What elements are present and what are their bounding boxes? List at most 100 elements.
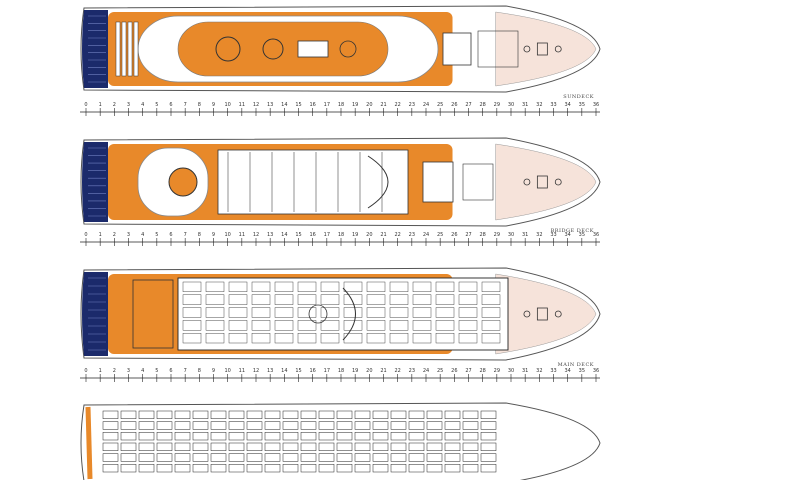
interior-room xyxy=(343,281,363,293)
scale-tick-label: 14 xyxy=(281,368,287,374)
scale-tick-label: 20 xyxy=(366,102,372,108)
cabin-cell xyxy=(102,442,119,451)
cabin-cell xyxy=(264,453,281,462)
cabin-cell xyxy=(192,421,209,430)
interior-room xyxy=(412,333,432,344)
cabin-cell xyxy=(228,442,245,451)
interior-room xyxy=(343,320,363,331)
windlass xyxy=(536,42,548,56)
cabin-cell xyxy=(210,421,227,430)
scale-tick-label: 30 xyxy=(508,232,514,238)
scale-tick-label: 15 xyxy=(295,368,301,374)
scale-tick-label: 16 xyxy=(309,232,315,238)
scale-tick-label: 31 xyxy=(522,102,528,108)
cabin-cell xyxy=(480,410,497,419)
cabin-cell xyxy=(354,442,371,451)
scale-tick-label: 2 xyxy=(113,368,116,374)
cabin-cell xyxy=(408,464,425,473)
interior-room xyxy=(251,281,271,293)
cabin-cell xyxy=(318,432,335,441)
interior-room xyxy=(182,307,202,318)
cabin-cell xyxy=(210,410,227,419)
scale-tick-label: 24 xyxy=(423,368,429,374)
scale-tick-label: 9 xyxy=(212,102,215,108)
scale-tick-label: 27 xyxy=(465,102,471,108)
scale-tick-label: 35 xyxy=(579,368,585,374)
interior-room xyxy=(251,320,271,331)
cabin-cell xyxy=(480,442,497,451)
scale-tick-label: 25 xyxy=(437,102,443,108)
interior-room xyxy=(274,307,294,318)
capstan xyxy=(554,310,562,318)
interior-room xyxy=(481,281,501,293)
scale-tick-label: 18 xyxy=(338,102,344,108)
cabin-cell xyxy=(210,453,227,462)
interior-room xyxy=(389,333,409,344)
scale-tick-label: 27 xyxy=(465,368,471,374)
interior-room xyxy=(251,333,271,344)
cabin-cell xyxy=(444,464,461,473)
scale-tick-label: 32 xyxy=(536,368,542,374)
interior-room xyxy=(366,320,386,331)
cabin-cell xyxy=(300,432,317,441)
cabin-cell xyxy=(174,432,191,441)
skylounge xyxy=(217,149,409,215)
cabin-cell xyxy=(138,453,155,462)
scale-tick-label: 35 xyxy=(579,232,585,238)
scale-tick-label: 12 xyxy=(253,102,259,108)
cabin-cell xyxy=(300,421,317,430)
interior-room xyxy=(274,320,294,331)
scale-tick-label: 28 xyxy=(479,368,485,374)
scale-tick-label: 28 xyxy=(479,102,485,108)
staircase xyxy=(367,155,389,209)
cabin-cell xyxy=(426,432,443,441)
cabin-cell xyxy=(192,410,209,419)
scale-tick-label: 25 xyxy=(437,232,443,238)
scale-tick-label: 11 xyxy=(239,368,245,374)
scale-tick-label: 31 xyxy=(522,232,528,238)
deck-main-deck: MAIN DECK xyxy=(80,267,601,368)
capstan xyxy=(523,45,531,53)
cabin-cell xyxy=(228,464,245,473)
scale-tick-label: 22 xyxy=(394,102,400,108)
interior-room xyxy=(297,307,317,318)
interior-room xyxy=(320,333,340,344)
scale-tick-label: 19 xyxy=(352,102,358,108)
scale-tick-label: 3 xyxy=(127,368,130,374)
scale-tick-label: 29 xyxy=(494,102,500,108)
cabin-cell xyxy=(138,442,155,451)
cabin-cell xyxy=(156,421,173,430)
scale-tick-label: 7 xyxy=(184,368,187,374)
scale-tick-label: 36 xyxy=(593,368,599,374)
aft-deck-seating xyxy=(132,279,174,349)
cabin-cell xyxy=(390,453,407,462)
cabin-cell xyxy=(246,432,263,441)
stern-swim-platform xyxy=(82,142,108,222)
cabin-cell xyxy=(318,442,335,451)
scale-tick-label: 21 xyxy=(380,232,386,238)
cabin-cell xyxy=(282,421,299,430)
cabin-cell xyxy=(300,410,317,419)
cabin-cell xyxy=(300,453,317,462)
cabin-cell xyxy=(120,432,137,441)
cabin-cell xyxy=(174,410,191,419)
deck-lower-deck xyxy=(80,402,601,480)
cabin-cell xyxy=(372,410,389,419)
cabin-cell xyxy=(444,453,461,462)
cabin-cell xyxy=(138,464,155,473)
cabin-cell xyxy=(480,421,497,430)
cabin-cell xyxy=(462,464,479,473)
cabin-cell xyxy=(282,453,299,462)
cabin-cell xyxy=(426,442,443,451)
cabin-cell xyxy=(210,464,227,473)
scale-tick-label: 13 xyxy=(267,368,273,374)
cabin-cell xyxy=(300,442,317,451)
cabin-cell xyxy=(246,453,263,462)
scale-tick-label: 33 xyxy=(550,368,556,374)
cabin-cell xyxy=(390,464,407,473)
interior-room xyxy=(182,320,202,331)
cabin-cell xyxy=(120,442,137,451)
